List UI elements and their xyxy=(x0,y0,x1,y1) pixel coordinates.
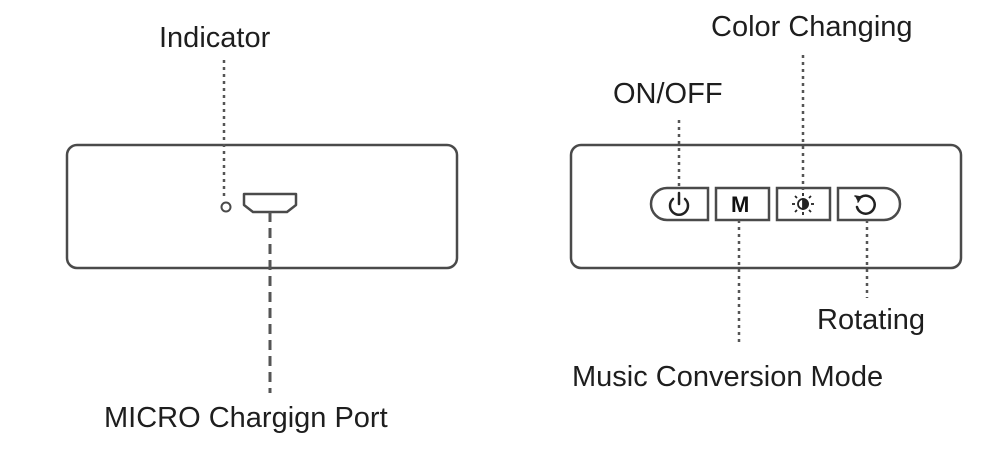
port-label: MICRO Chargign Port xyxy=(104,402,388,434)
micro-usb-port xyxy=(242,192,298,214)
mode-button-letter: M xyxy=(731,192,750,217)
rotate-icon xyxy=(854,194,876,215)
sun-icon xyxy=(792,193,814,215)
right-device-body xyxy=(569,143,963,270)
power-button-shape xyxy=(649,186,710,222)
indicator-label: Indicator xyxy=(159,22,271,54)
mode-button-shape xyxy=(714,186,771,222)
on-off-label: ON/OFF xyxy=(613,78,723,110)
color-changing-label: Color Changing xyxy=(711,11,913,43)
rotating-label: Rotating xyxy=(817,304,926,336)
indicator-light xyxy=(220,201,232,213)
left-device-body xyxy=(65,143,459,270)
power-icon xyxy=(668,191,690,216)
music-mode-label: Music Conversion Mode xyxy=(572,361,884,393)
rotate-button-shape xyxy=(836,186,902,222)
